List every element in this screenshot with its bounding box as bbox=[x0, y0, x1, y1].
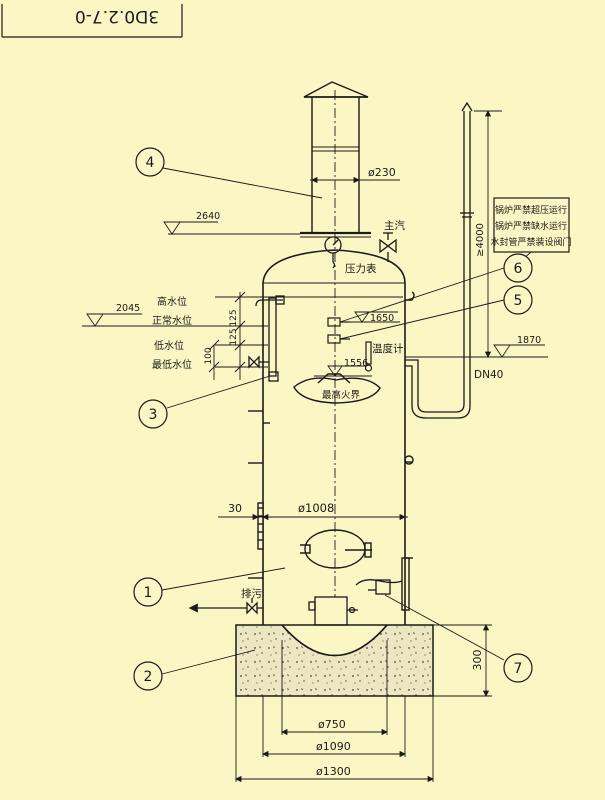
dim-30: 30 bbox=[228, 502, 242, 515]
dim-125-upper: 125 bbox=[229, 309, 239, 326]
label-normal-water: 正常水位 bbox=[152, 314, 192, 327]
svg-text:1: 1 bbox=[144, 585, 153, 601]
label-high-water: 高水位 bbox=[157, 295, 187, 308]
callout-7: 7 bbox=[503, 653, 533, 683]
dim-d1300: ø1300 bbox=[316, 765, 351, 778]
boiler-shell bbox=[262, 249, 406, 625]
callout-6: 6 bbox=[503, 253, 533, 283]
dim-100: 100 bbox=[204, 347, 214, 364]
dim-d750: ø750 bbox=[318, 718, 346, 731]
dim-d1008: ø1008 bbox=[298, 501, 334, 515]
dim-125-lower: 125 bbox=[229, 328, 239, 345]
water-seal-pipe bbox=[405, 101, 474, 419]
highest-fire-label: 最高火界 bbox=[322, 389, 361, 401]
pressure-gauge-icon bbox=[324, 236, 342, 269]
callout-2: 2 bbox=[133, 661, 163, 691]
svg-text:7: 7 bbox=[514, 661, 523, 677]
main-steam-label: 主汽 bbox=[384, 219, 405, 232]
thermometer-label: 温度计 bbox=[372, 342, 404, 355]
warning-line-3: 水封管严禁装设阀门 bbox=[490, 236, 571, 248]
drawing-code: 3D0.2.7-0 bbox=[75, 6, 159, 26]
callout-3: 3 bbox=[138, 399, 168, 429]
dim-d1090: ø1090 bbox=[316, 740, 351, 753]
blowdown-valve-icon bbox=[188, 598, 263, 615]
warning-line-2: 锅炉严禁缺水运行 bbox=[495, 220, 567, 232]
dim-dn40: DN40 bbox=[474, 369, 503, 381]
svg-text:3: 3 bbox=[149, 407, 158, 423]
warning-box: 锅炉严禁超压运行 锅炉严禁缺水运行 水封管严禁装设阀门 bbox=[490, 197, 572, 253]
dim-1870: 1870 bbox=[517, 335, 541, 346]
dim-4000: ≥4000 bbox=[475, 223, 486, 257]
title-block: 3D0.2.7-0 bbox=[1, 4, 183, 38]
warning-line-1: 锅炉严禁超压运行 bbox=[495, 204, 567, 216]
svg-text:5: 5 bbox=[514, 293, 523, 309]
right-fittings bbox=[401, 291, 415, 611]
dim-2640: 2640 bbox=[196, 211, 220, 222]
water-level-gauge bbox=[248, 295, 285, 382]
svg-text:2: 2 bbox=[144, 669, 153, 685]
callout-4: 4 bbox=[135, 147, 165, 177]
dim-1650: 1650 bbox=[370, 313, 394, 324]
dim-d230: ø230 bbox=[368, 166, 396, 179]
callout-leaders bbox=[161, 167, 532, 675]
callout-1: 1 bbox=[133, 577, 163, 607]
chimney bbox=[300, 81, 371, 600]
main-steam-valve-icon bbox=[379, 232, 397, 262]
left-support-lugs bbox=[248, 410, 270, 579]
svg-text:6: 6 bbox=[514, 261, 523, 277]
dim-1556: 1556 bbox=[344, 358, 368, 369]
dim-2045: 2045 bbox=[116, 303, 140, 314]
dim-300: 300 bbox=[471, 650, 484, 671]
foundation bbox=[235, 624, 434, 697]
blowdown-label: 排污 bbox=[241, 587, 262, 600]
dimension-lines bbox=[82, 110, 548, 783]
thermometer-icon bbox=[364, 341, 373, 372]
pressure-gauge-label: 压力表 bbox=[345, 262, 377, 275]
lower-fittings bbox=[308, 579, 403, 626]
callout-5: 5 bbox=[503, 285, 533, 315]
manhole bbox=[300, 529, 372, 569]
svg-text:4: 4 bbox=[146, 155, 155, 171]
label-low-water: 低水位 bbox=[154, 339, 184, 352]
label-lowest-water: 最低水位 bbox=[152, 358, 192, 371]
